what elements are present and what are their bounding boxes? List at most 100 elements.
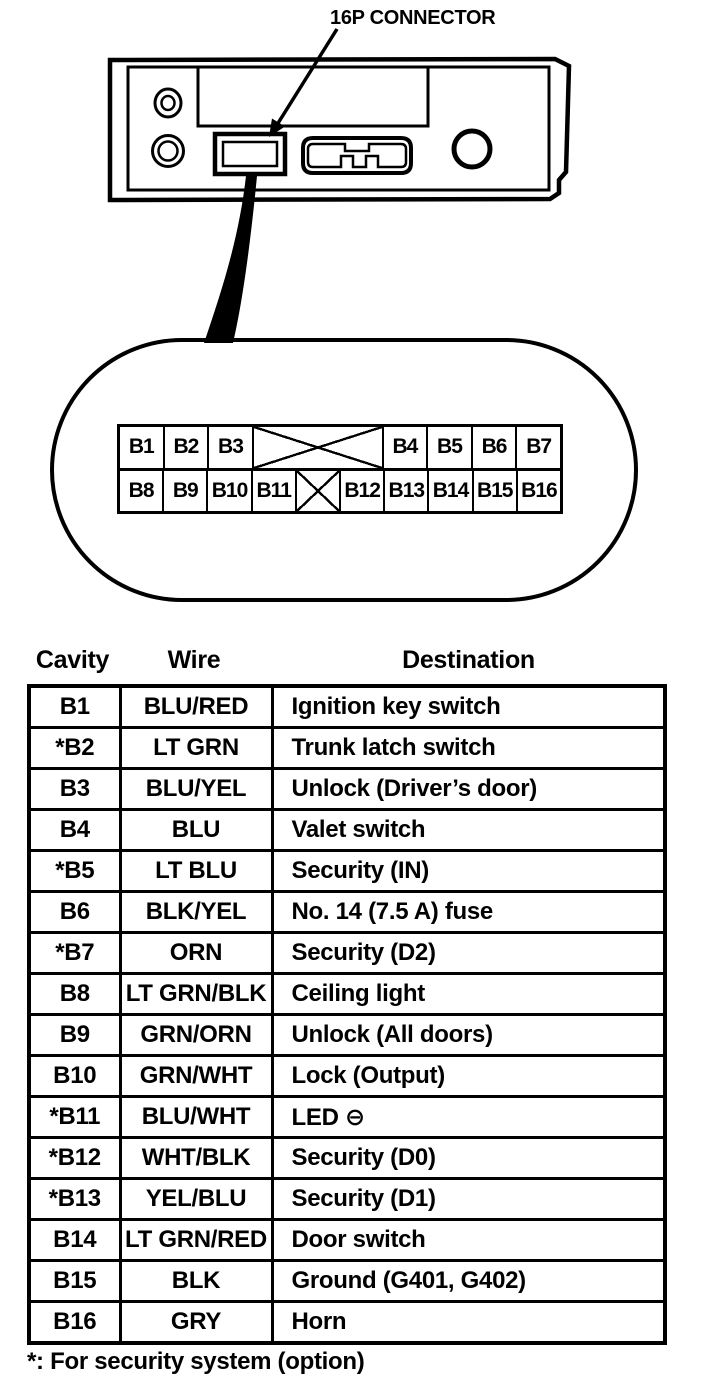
cavity-cell: B9 bbox=[27, 1013, 122, 1057]
pin-cell-B10: B10 bbox=[208, 470, 253, 511]
wire-cell: LT GRN/RED bbox=[118, 1218, 274, 1262]
cavity-cell: B10 bbox=[27, 1054, 122, 1098]
header-destination: Destination bbox=[402, 645, 535, 674]
pin-cell-B9: B9 bbox=[164, 470, 209, 511]
cavity-cell: B8 bbox=[27, 972, 122, 1016]
header-wire: Wire bbox=[167, 645, 221, 674]
pin-cell-B5: B5 bbox=[428, 427, 473, 468]
cavity-cell: B15 bbox=[27, 1259, 122, 1303]
pin-cell-blocked bbox=[296, 470, 342, 511]
cavity-cell: *B11 bbox=[27, 1095, 122, 1139]
dest-cell: No. 14 (7.5 A) fuse bbox=[270, 890, 667, 934]
round-hole-icon bbox=[151, 134, 185, 168]
socket-center-key bbox=[306, 142, 408, 169]
control-unit-outline bbox=[107, 56, 572, 203]
pin-cell-B1: B1 bbox=[120, 427, 165, 468]
dest-cell: Unlock (All doors) bbox=[270, 1013, 667, 1057]
cavity-cell: B6 bbox=[27, 890, 122, 934]
cavity-cell: B16 bbox=[27, 1300, 122, 1345]
wire-cell: BLK/YEL bbox=[118, 890, 274, 934]
wire-cell: WHT/BLK bbox=[118, 1136, 274, 1180]
dest-cell: Unlock (Driver’s door) bbox=[270, 767, 667, 811]
wire-cell: GRN/WHT bbox=[118, 1054, 274, 1098]
right-hole-icon bbox=[451, 128, 493, 170]
wire-cell: LT BLU bbox=[118, 849, 274, 893]
cavity-cell: *B7 bbox=[27, 931, 122, 975]
wire-cell: ORN bbox=[118, 931, 274, 975]
pin-cell-B8: B8 bbox=[120, 470, 165, 511]
pin-cell-B3: B3 bbox=[209, 427, 254, 468]
wire-cell: BLU bbox=[118, 808, 274, 852]
table-header-row: Cavity Wire Destination bbox=[27, 645, 667, 675]
wire-cell: BLK bbox=[118, 1259, 274, 1303]
wire-cell: BLU/WHT bbox=[118, 1095, 274, 1139]
cavity-cell: B14 bbox=[27, 1218, 122, 1262]
pin-cell-B12: B12 bbox=[341, 470, 386, 511]
dest-cell: LED ⊖ bbox=[270, 1095, 667, 1139]
dest-cell: Security (D1) bbox=[270, 1177, 667, 1221]
wire-cell: GRY bbox=[118, 1300, 274, 1345]
dest-cell: Door switch bbox=[270, 1218, 667, 1262]
dest-cell: Valet switch bbox=[270, 808, 667, 852]
wire-cell: BLU/RED bbox=[118, 684, 274, 729]
pin-cell-B7: B7 bbox=[526, 435, 552, 459]
pin-cell-B16: B16 bbox=[521, 478, 558, 502]
pin-cell-blocked bbox=[253, 427, 384, 468]
dest-cell: Security (D2) bbox=[270, 931, 667, 975]
pin-cell-B11: B11 bbox=[253, 470, 297, 511]
pin-cell-B13: B13 bbox=[385, 470, 430, 511]
dest-cell: Ignition key switch bbox=[270, 684, 667, 729]
pin-cell-B4: B4 bbox=[384, 427, 429, 468]
callout-title: 16P CONNECTOR bbox=[330, 7, 496, 29]
wire-cell: YEL/BLU bbox=[118, 1177, 274, 1221]
cavity-cell: *B2 bbox=[27, 726, 122, 770]
pin-cell-B15: B15 bbox=[474, 470, 518, 511]
connector-diagram-art bbox=[50, 28, 638, 602]
dest-cell: Trunk latch switch bbox=[270, 726, 667, 770]
wire-cell: GRN/ORN bbox=[118, 1013, 274, 1057]
control-unit-faceplate bbox=[126, 65, 551, 192]
oval-hole-icon bbox=[153, 87, 183, 119]
faceplate-recess bbox=[196, 68, 430, 128]
cavity-cell: *B13 bbox=[27, 1177, 122, 1221]
dest-cell: Security (D0) bbox=[270, 1136, 667, 1180]
header-cavity: Cavity bbox=[35, 645, 110, 674]
socket-16p bbox=[212, 131, 288, 177]
leader-line bbox=[204, 176, 257, 343]
dest-cell: Horn bbox=[270, 1300, 667, 1345]
pointer-line bbox=[273, 28, 339, 129]
pointer-arrowhead-icon bbox=[269, 118, 285, 137]
wire-cell: LT GRN bbox=[118, 726, 274, 770]
pin-cell-B6: B6 bbox=[473, 427, 518, 468]
cavity-cell: B4 bbox=[27, 808, 122, 852]
cavity-cell: B1 bbox=[27, 684, 122, 729]
dest-cell: Lock (Output) bbox=[270, 1054, 667, 1098]
wire-cell: BLU/YEL bbox=[118, 767, 274, 811]
cavity-cell: B3 bbox=[27, 767, 122, 811]
wire-cell: LT GRN/BLK bbox=[118, 972, 274, 1016]
cavity-cell: *B5 bbox=[27, 849, 122, 893]
cavity-cell: *B12 bbox=[27, 1136, 122, 1180]
footnote: *: For security system (option) bbox=[27, 1348, 365, 1375]
